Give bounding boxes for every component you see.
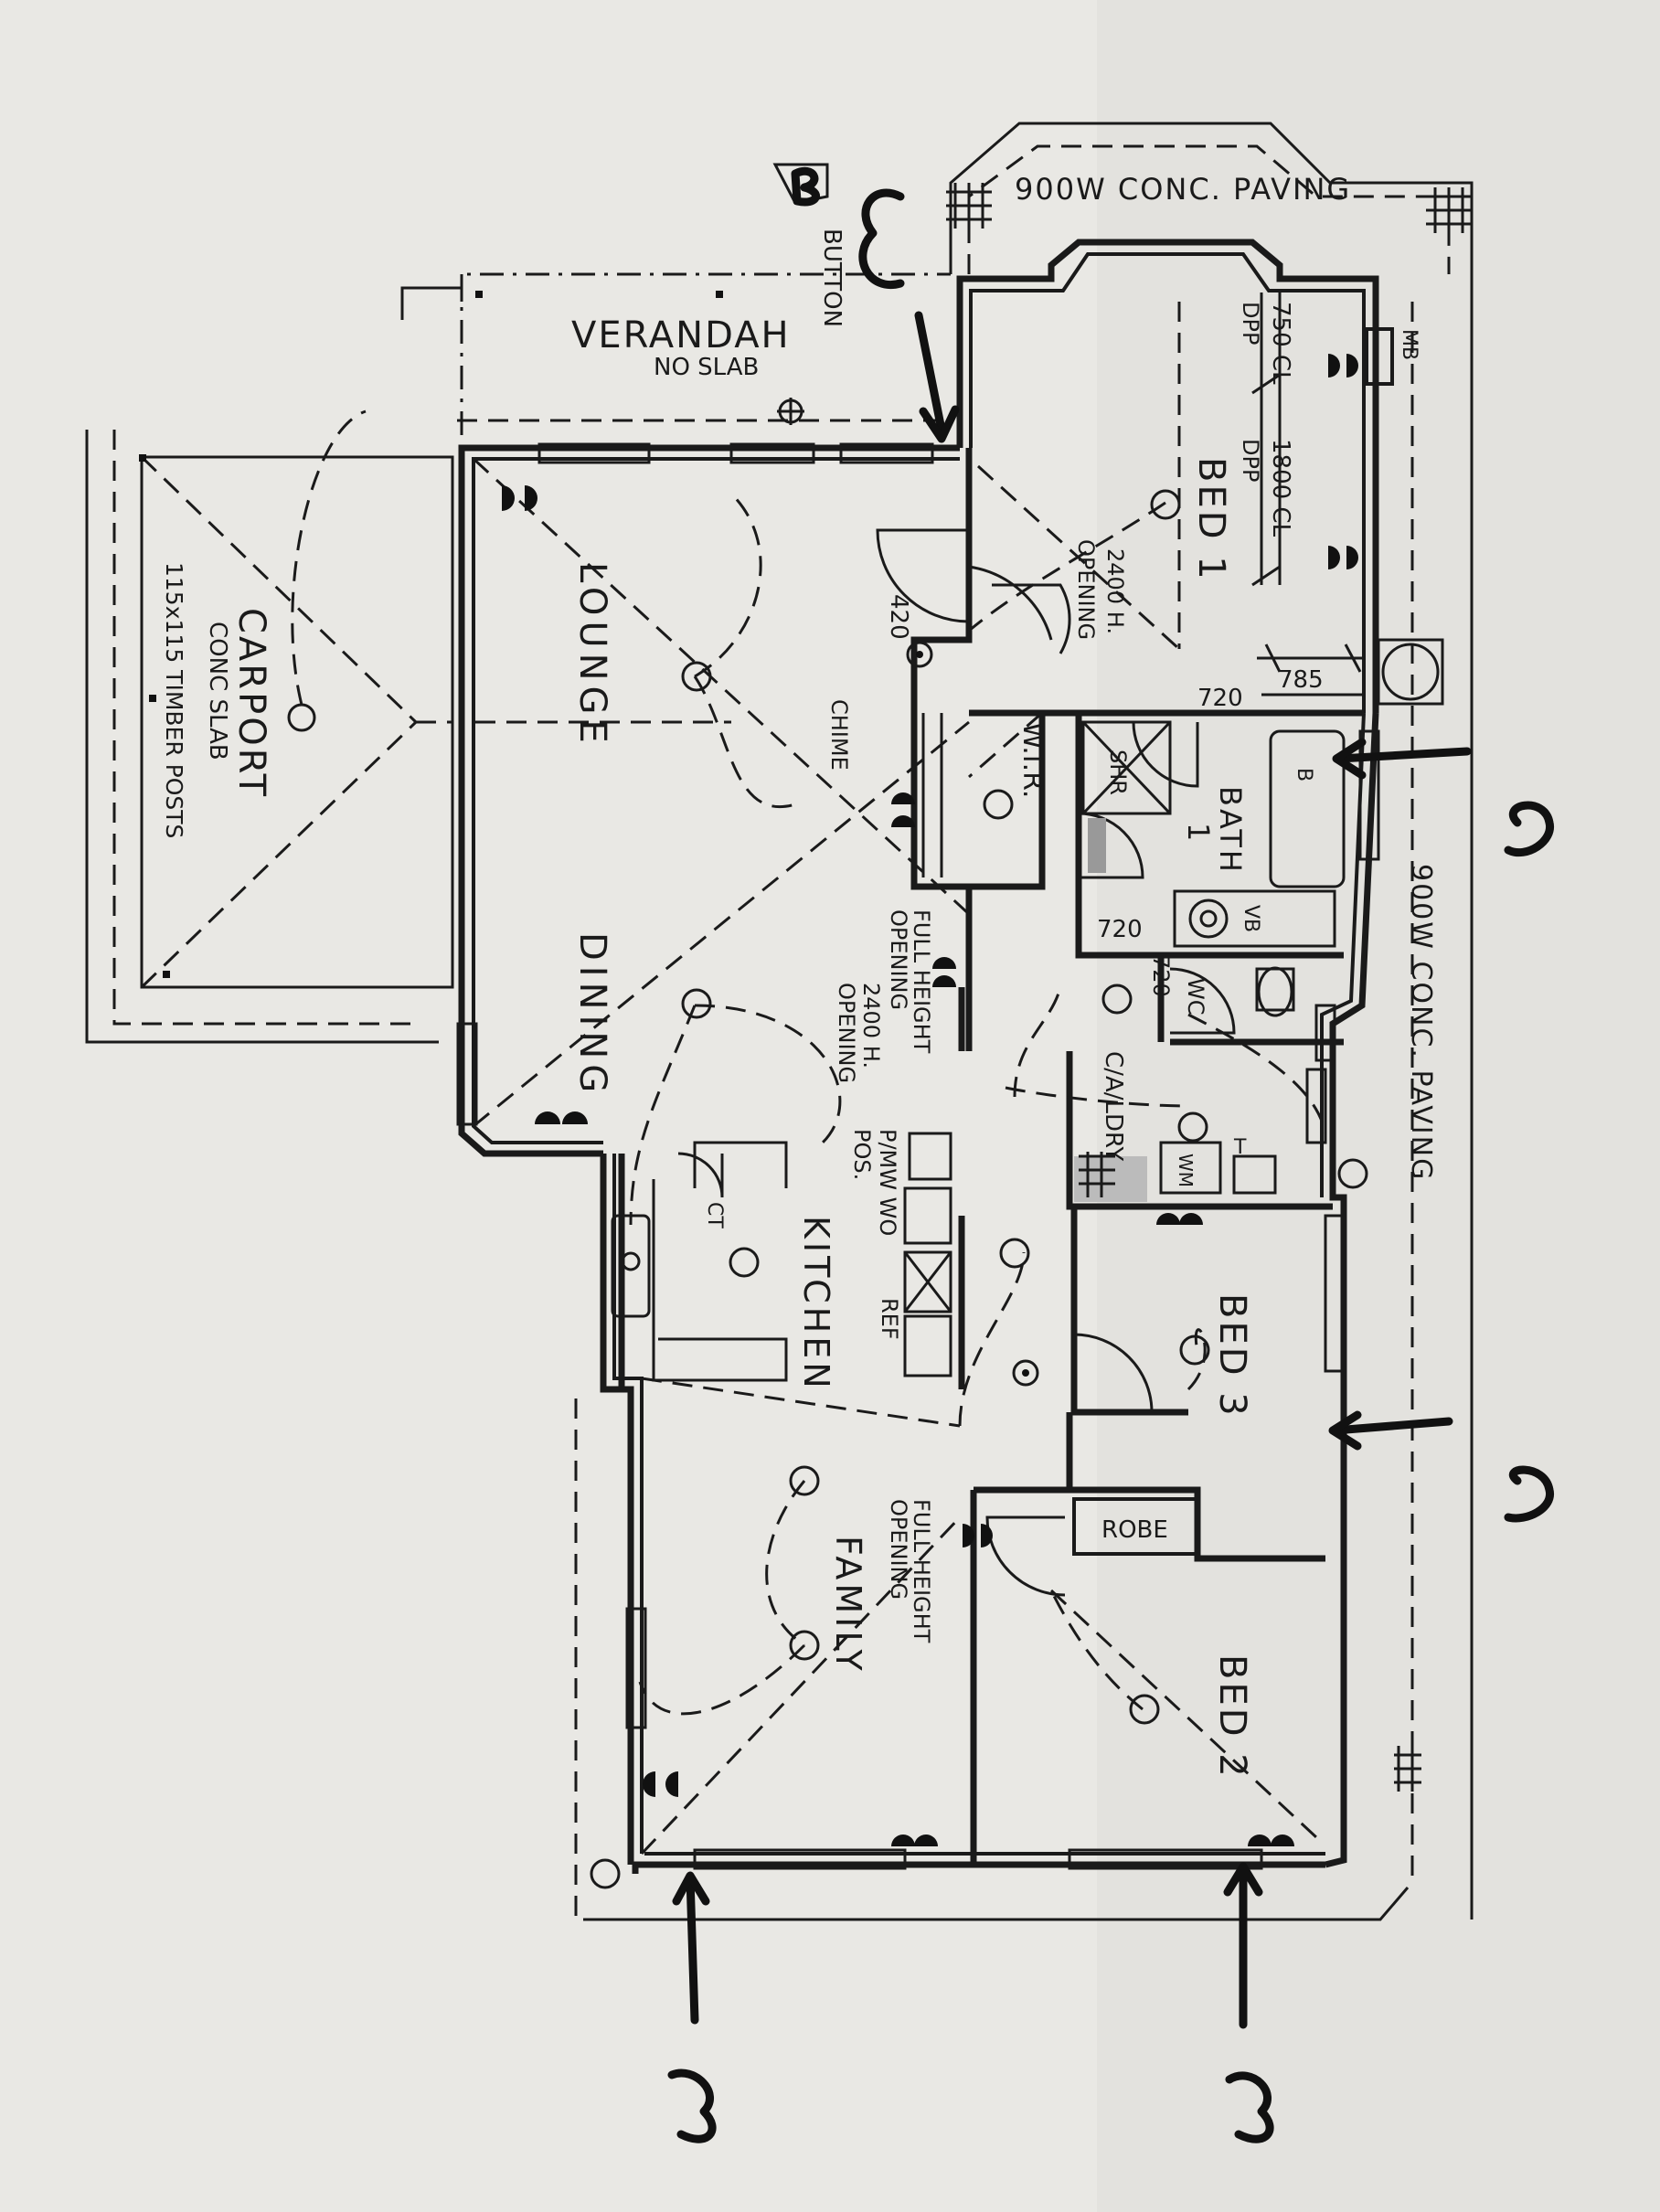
laundry-label: C/A/LDRY <box>1100 1051 1127 1161</box>
verandah-label: VERANDAH <box>571 314 791 356</box>
exterior-walls <box>458 239 1379 1874</box>
dining-opening-word: OPENING <box>886 909 911 1010</box>
doors <box>677 528 1236 1597</box>
verandah-note: NO SLAB <box>654 354 759 381</box>
handwritten-markup <box>667 163 1554 2143</box>
dim-420: 420 <box>885 594 912 640</box>
button-label: BUTTON <box>818 229 846 327</box>
wc-label: WC <box>1183 978 1208 1016</box>
shower-label: SHR <box>1105 750 1131 795</box>
paving-top-label: 900W CONC. PAVING <box>1015 172 1351 207</box>
bed1-wardrobe <box>1251 292 1362 697</box>
carport-posts-label: 115x115 TIMBER POSTS <box>161 562 187 838</box>
ref-label: REF <box>877 1298 902 1340</box>
family-opening-word: OPENING <box>886 1499 911 1600</box>
shower <box>1081 720 1172 873</box>
dining-label: DINING <box>571 932 613 1098</box>
wm-label: WM <box>1175 1154 1197 1187</box>
bath-label: BATH <box>1213 786 1248 875</box>
power-outlets <box>502 354 1358 1846</box>
hot-water-unit <box>1377 638 1444 706</box>
kitchen-fixtures <box>611 1132 952 1389</box>
t-label: T <box>1233 1136 1247 1159</box>
paving-outline <box>574 122 1474 1921</box>
dim-720-bed1: 720 <box>1197 685 1243 712</box>
ceiling-lines <box>472 302 1327 1856</box>
pos-label: POS. <box>849 1129 875 1180</box>
ct-label: CT <box>703 1202 726 1228</box>
dim-720-wc: 720 <box>1148 955 1174 997</box>
robe-dpp-b: DPP <box>1238 439 1263 482</box>
family-full-height: FULL HEIGHT <box>909 1499 934 1643</box>
robe-dpp-a: DPP <box>1238 302 1263 345</box>
dining-full-height: FULL HEIGHT <box>909 909 934 1054</box>
laundry-fixtures <box>1074 1141 1277 1202</box>
chime-label: CHIME <box>826 699 852 771</box>
robe-label: ROBE <box>1101 1516 1168 1544</box>
carport-label: CARPORT <box>230 608 272 799</box>
bed1-opening-word: OPENING <box>1073 539 1099 640</box>
carport-slab-label: CONC SLAB <box>204 622 231 760</box>
wir-rails <box>921 713 943 877</box>
toilet <box>1255 966 1295 1017</box>
bath-number: 1 <box>1181 823 1216 841</box>
robe-750: 750 CL <box>1267 302 1294 385</box>
paving-side-label: 900W CONC. PAVING <box>1405 864 1437 1181</box>
windows <box>456 442 1380 1870</box>
meter-box <box>1365 327 1394 386</box>
vanity <box>1173 889 1336 948</box>
bed1-label: BED 1 <box>1190 457 1232 582</box>
pmw-label: P/MW WO <box>875 1129 900 1236</box>
vb-label: VB <box>1240 905 1262 932</box>
hatch-marks <box>946 183 1472 1792</box>
dining-opening-word2: OPENING <box>834 983 859 1083</box>
carport <box>85 409 454 1044</box>
robe-box <box>1072 1497 1199 1556</box>
bath-b-label: B <box>1293 768 1315 782</box>
dim-720-bath: 720 <box>1097 916 1143 943</box>
dining-opening-2400: 2400 H. <box>858 983 884 1069</box>
bed3-label: BED 3 <box>1211 1293 1253 1419</box>
robe-1800: 1800 CL <box>1267 439 1294 537</box>
verandah <box>400 272 951 439</box>
kitchen-label: KITCHEN <box>796 1216 836 1392</box>
dim-785: 785 <box>1278 666 1324 694</box>
interior-walls <box>910 448 1362 1865</box>
bath-tub <box>1269 729 1346 888</box>
light-fittings <box>590 489 1368 1889</box>
lounge-label: LOUNGE <box>571 562 613 749</box>
wir-label: W.I.R. <box>1016 722 1048 798</box>
family-label: FAMILY <box>828 1536 868 1675</box>
bed2-label: BED 2 <box>1211 1654 1253 1780</box>
mb-label: MB <box>1398 329 1421 360</box>
bed1-opening-2400: 2400 H. <box>1102 548 1128 634</box>
